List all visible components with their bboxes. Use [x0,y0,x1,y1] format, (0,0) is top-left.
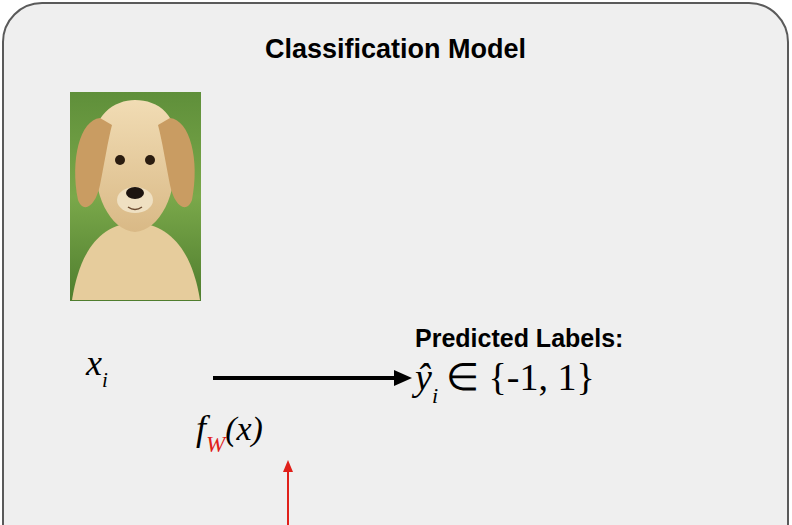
subscript-index: i [432,383,438,408]
function-argument: (x) [225,410,263,447]
output-heading: Predicted Labels: [415,324,623,352]
prediction-symbol: ŷ [415,356,432,398]
dog-photo [70,92,201,301]
parameter-pointer-arrow [283,460,293,525]
formula-group: Predicted Labels: [415,326,623,351]
panel-title: Classification Model [4,34,787,65]
label-set: ∈ {-1, 1} [446,356,595,398]
formula-group: xi [86,345,108,381]
mapping-arrow [213,370,412,386]
function-symbol: f [196,408,206,448]
input-symbol: x [86,343,102,383]
weights-symbol: W [206,432,225,457]
subscript-index: i [102,368,108,392]
formula-group: fW(x) [196,410,263,446]
formula-group: ŷi∈ {-1, 1} [415,358,595,396]
